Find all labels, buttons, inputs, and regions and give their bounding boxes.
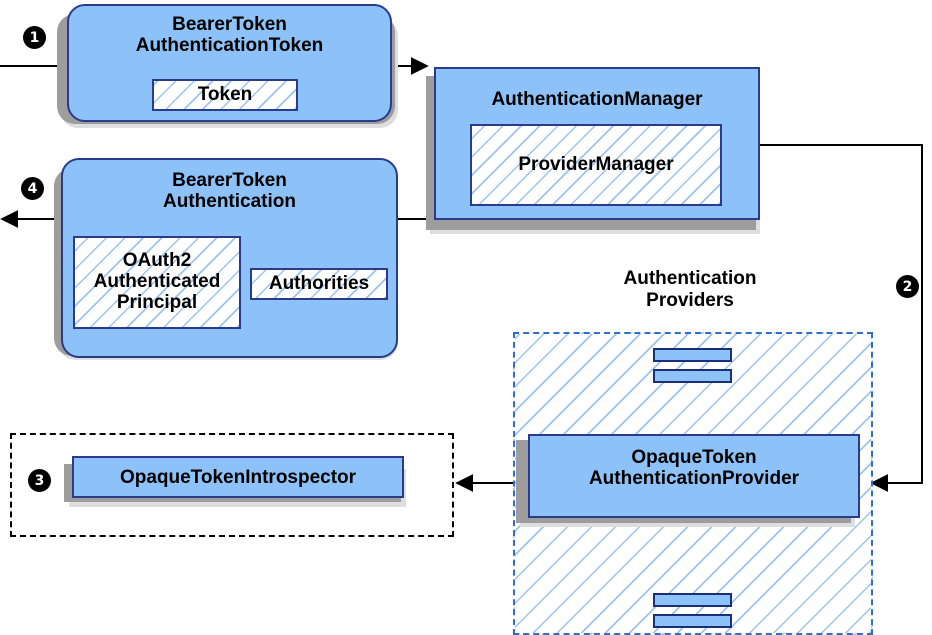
authorities-label: Authorities: [268, 272, 370, 294]
provider-stack-bar-top-2: [653, 369, 732, 383]
opaque-token-authentication-provider-node[interactable]: OpaqueToken AuthenticationProvider: [528, 434, 860, 518]
step-marker-3: 3: [28, 469, 51, 492]
authorities-inner-box[interactable]: Authorities: [250, 268, 388, 300]
opaque-token-introspector-container: [10, 433, 454, 537]
authentication-manager-title: AuthenticationManager: [491, 89, 703, 110]
step-marker-2: 2: [896, 275, 919, 298]
bearer-token-authentication-title-line1: BearerToken: [172, 170, 287, 191]
provider-stack-bar-bottom-1: [653, 593, 732, 607]
opaque-token-introspector-title: OpaqueTokenIntrospector: [119, 467, 357, 488]
oauth2-authenticated-principal-line2: Authenticated: [93, 271, 221, 293]
step-marker-1: 1: [23, 26, 46, 49]
bearer-token-authentication-title-line2: Authentication: [163, 191, 296, 213]
oauth2-authenticated-principal-line3: Principal: [116, 291, 198, 313]
bearer-token-authentication-token-title-line1: BearerToken: [172, 14, 287, 35]
step-marker-4: 4: [21, 177, 44, 200]
provider-stack-bar-top-1: [653, 348, 732, 362]
authentication-providers-label-line1: Authentication: [623, 268, 757, 289]
opaque-token-authentication-provider-title-line1: OpaqueToken: [631, 447, 757, 468]
oauth2-authenticated-principal-inner-box[interactable]: OAuth2 Authenticated Principal: [73, 236, 241, 329]
opaque-token-introspector-node[interactable]: OpaqueTokenIntrospector: [72, 456, 404, 498]
authentication-providers-group-label: Authentication Providers: [560, 268, 820, 312]
provider-stack-bar-bottom-2: [653, 614, 732, 628]
token-inner-box[interactable]: Token: [152, 79, 298, 111]
token-label: Token: [197, 83, 253, 105]
oauth2-authenticated-principal-line1: OAuth2: [122, 250, 192, 272]
bearer-token-authentication-token-node[interactable]: BearerToken AuthenticationToken: [67, 4, 392, 122]
provider-manager-label: ProviderManager: [518, 153, 674, 175]
provider-manager-inner-box[interactable]: ProviderManager: [470, 124, 722, 206]
authentication-providers-label-line2: Providers: [646, 289, 734, 311]
opaque-token-authentication-provider-title-line2: AuthenticationProvider: [588, 468, 800, 490]
bearer-token-authentication-token-title-line2: AuthenticationToken: [135, 35, 324, 57]
